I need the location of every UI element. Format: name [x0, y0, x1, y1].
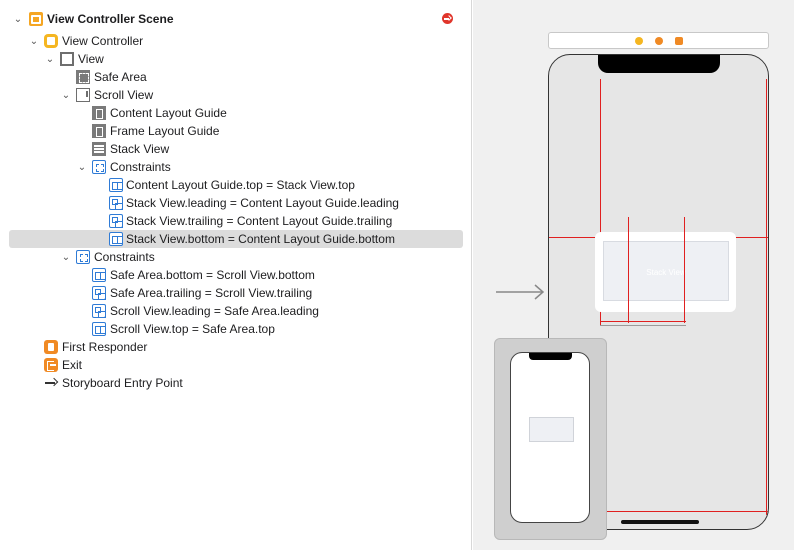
stack-view-icon [92, 142, 106, 156]
device-frame[interactable]: Stack View [548, 54, 769, 530]
view-controller-dock-icon[interactable] [635, 37, 643, 45]
outline-item-label: Scroll View.top = Safe Area.top [110, 322, 275, 336]
entry-point-arrow-icon[interactable] [496, 283, 546, 301]
constraint-horizontal-icon [92, 304, 106, 318]
constraint-line [600, 321, 686, 322]
outline-item-label: First Responder [62, 340, 148, 354]
entry-point-arrow-icon [44, 376, 58, 390]
outline-item-label: Stack View.bottom = Content Layout Guide… [126, 232, 395, 246]
scene-label: View Controller Scene [47, 12, 174, 26]
stack-view-label: Stack View [646, 268, 686, 277]
outline-row-constraints[interactable]: ⌄ Constraints [0, 248, 472, 266]
storyboard-scene-icon [29, 12, 43, 26]
outline-item-label: Exit [62, 358, 83, 372]
constraint-line [600, 79, 601, 325]
outline-row-scroll-view[interactable]: ⌄ Scroll View [0, 86, 472, 104]
first-responder-dock-icon[interactable] [655, 37, 663, 45]
outline-row-constraint[interactable]: Scroll View.leading = Safe Area.leading [0, 302, 472, 320]
outline-row-constraint[interactable]: Scroll View.top = Safe Area.top [0, 320, 472, 338]
outline-row-stack-view[interactable]: Stack View [0, 140, 472, 158]
view-controller-icon [44, 34, 58, 48]
view-icon [60, 52, 74, 66]
constraint-line [600, 325, 686, 326]
outline-row-constraint-selected[interactable]: Stack View.bottom = Content Layout Guide… [0, 230, 472, 248]
layout-guide-icon [92, 106, 106, 120]
outline-item-label: Stack View.leading = Content Layout Guid… [126, 196, 399, 210]
safe-area-icon [76, 70, 90, 84]
preview-device-frame [510, 352, 590, 523]
scene-dock-bar[interactable] [548, 32, 769, 49]
outline-item-label: View Controller [62, 34, 144, 48]
outline-item-label: Stack View [110, 142, 170, 156]
outline-row-constraint[interactable]: Content Layout Guide.top = Stack View.to… [0, 176, 472, 194]
constraint-vertical-icon [109, 232, 123, 246]
outline-item-label: Scroll View [94, 88, 154, 102]
outline-row-first-responder[interactable]: First Responder [0, 338, 472, 356]
disclosure-chevron-down-icon[interactable]: ⌄ [61, 89, 71, 101]
outline-row-exit[interactable]: Exit [0, 356, 472, 374]
document-outline: ⌄ View Controller Scene ⌄ View Controlle… [0, 0, 472, 550]
outline-row-view-controller[interactable]: ⌄ View Controller [0, 32, 472, 50]
outline-row-frame-layout-guide[interactable]: Frame Layout Guide [0, 122, 472, 140]
constraint-horizontal-icon [109, 196, 123, 210]
first-responder-icon [44, 340, 58, 354]
outline-row-entry-point[interactable]: Storyboard Entry Point [0, 374, 472, 392]
error-indicator-icon[interactable] [442, 13, 453, 24]
outline-row-constraint[interactable]: Stack View.trailing = Content Layout Gui… [0, 212, 472, 230]
disclosure-chevron-down-icon[interactable]: ⌄ [77, 161, 87, 173]
constraint-vertical-icon [109, 178, 123, 192]
home-indicator [621, 520, 699, 524]
outline-row-scene[interactable]: ⌄ View Controller Scene [0, 10, 472, 28]
outline-item-label: Safe Area.bottom = Scroll View.bottom [110, 268, 315, 282]
outline-row-constraint[interactable]: Safe Area.trailing = Scroll View.trailin… [0, 284, 472, 302]
stack-view[interactable]: Stack View [603, 241, 729, 301]
outline-item-label: Content Layout Guide.top = Stack View.to… [126, 178, 355, 192]
constraint-horizontal-icon [92, 286, 106, 300]
disclosure-chevron-down-icon[interactable]: ⌄ [13, 13, 23, 25]
outline-row-constraint[interactable]: Safe Area.bottom = Scroll View.bottom [0, 266, 472, 284]
disclosure-chevron-down-icon[interactable]: ⌄ [45, 53, 55, 65]
outline-item-label: Content Layout Guide [110, 106, 227, 120]
outline-item-label: Storyboard Entry Point [62, 376, 183, 390]
outline-row-safe-area[interactable]: Safe Area [0, 68, 472, 86]
device-notch [598, 55, 720, 73]
outline-item-label: Constraints [110, 160, 171, 174]
outline-item-label: Constraints [94, 250, 155, 264]
constraint-line [549, 511, 768, 512]
constraint-horizontal-icon [109, 214, 123, 228]
outline-row-constraints[interactable]: ⌄ Constraints [0, 158, 472, 176]
outline-item-label: Frame Layout Guide [110, 124, 220, 138]
constraint-vertical-icon [92, 322, 106, 336]
constraint-line [766, 79, 767, 515]
storyboard-canvas[interactable]: Stack View [473, 0, 794, 550]
outline-item-label: Safe Area [94, 70, 147, 84]
exit-icon [44, 358, 58, 372]
outline-row-constraint[interactable]: Stack View.leading = Content Layout Guid… [0, 194, 472, 212]
disclosure-chevron-down-icon[interactable]: ⌄ [61, 251, 71, 263]
disclosure-chevron-down-icon[interactable]: ⌄ [29, 35, 39, 47]
constraint-line [628, 217, 629, 323]
device-preview-thumbnail[interactable] [494, 338, 607, 540]
outline-item-label: Scroll View.leading = Safe Area.leading [110, 304, 319, 318]
constraints-icon [92, 160, 106, 174]
outline-item-label: Stack View.trailing = Content Layout Gui… [126, 214, 393, 228]
layout-guide-icon [92, 124, 106, 138]
constraint-vertical-icon [92, 268, 106, 282]
preview-notch [529, 353, 572, 360]
outline-row-view[interactable]: ⌄ View [0, 50, 472, 68]
exit-dock-icon[interactable] [675, 37, 683, 45]
preview-stack-view [529, 417, 574, 442]
constraints-icon [76, 250, 90, 264]
constraint-line [684, 217, 685, 323]
outline-item-label: Safe Area.trailing = Scroll View.trailin… [110, 286, 313, 300]
outline-row-content-layout-guide[interactable]: Content Layout Guide [0, 104, 472, 122]
outline-item-label: View [78, 52, 104, 66]
stack-view-selection[interactable]: Stack View [595, 232, 736, 312]
scroll-view-icon [76, 88, 90, 102]
